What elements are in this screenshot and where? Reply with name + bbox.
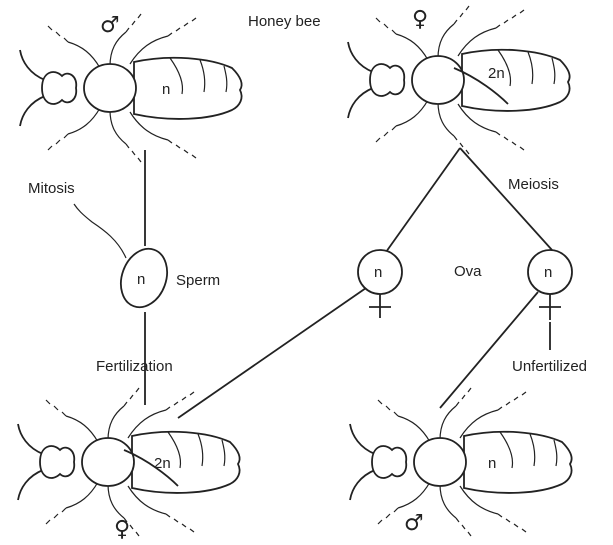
ovum-left-ploidy: n	[374, 264, 382, 281]
ovum-right: n	[528, 250, 572, 350]
bee-top-left-male: n	[20, 14, 242, 162]
diagram-title: Honey bee	[248, 13, 321, 30]
sperm-ploidy: n	[137, 271, 145, 288]
connector-meiosis-left	[386, 148, 460, 252]
male-symbol-bottom-right: ♂	[404, 511, 424, 536]
bee-bottom-right-ploidy: n	[488, 455, 496, 472]
bee-top-left-ploidy: n	[162, 81, 170, 98]
female-symbol-top-right: ♀	[412, 7, 428, 32]
ovum-right-ploidy: n	[544, 264, 552, 281]
label-mitosis: Mitosis	[28, 180, 75, 197]
connector-ovum-to-fertilized	[178, 288, 366, 418]
bee-bottom-left-female: 2n	[18, 388, 240, 536]
male-symbol-top-left: ♂	[100, 13, 120, 38]
connector-ovum-to-unfertilized	[440, 292, 538, 408]
label-unfertilized: Unfertilized	[512, 358, 587, 375]
ovum-left: n	[358, 250, 402, 318]
bee-bottom-right-male: n	[350, 388, 572, 536]
female-symbol-bottom-left: ♀	[114, 517, 130, 542]
label-meiosis: Meiosis	[508, 176, 559, 193]
label-sperm: Sperm	[176, 272, 220, 289]
bee-bottom-left-ploidy: 2n	[154, 455, 171, 472]
bee-top-right-female: 2n	[348, 6, 570, 154]
label-fertilization: Fertilization	[96, 358, 173, 375]
bee-top-right-ploidy: 2n	[488, 65, 505, 82]
label-ova: Ova	[454, 263, 482, 280]
sperm-cell: n	[74, 204, 175, 314]
connector-meiosis-right	[460, 148, 552, 250]
